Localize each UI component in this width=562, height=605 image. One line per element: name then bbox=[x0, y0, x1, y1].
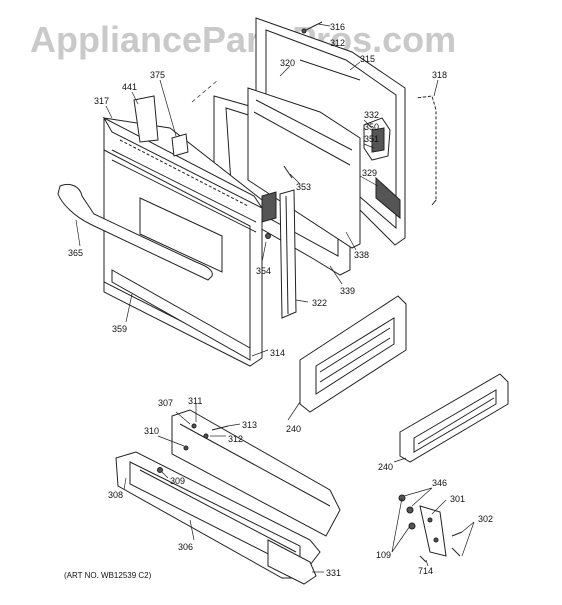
part-labels: 316 312 320 315 318 441 375 317 332 350 … bbox=[68, 22, 493, 578]
window-glass-part-338 bbox=[247, 87, 361, 249]
vent-bracket-part-332 bbox=[363, 117, 391, 161]
label-320: 320 bbox=[280, 58, 295, 68]
label-354: 354 bbox=[256, 266, 271, 276]
slide-bracket-part-301 bbox=[419, 505, 447, 557]
label-308: 308 bbox=[108, 490, 123, 500]
screw-icon bbox=[301, 21, 323, 34]
label-365: 365 bbox=[68, 248, 83, 258]
hinge-part-329 bbox=[261, 176, 401, 223]
label-306: 306 bbox=[178, 542, 193, 552]
door-handle-part-365 bbox=[57, 183, 213, 281]
label-332: 332 bbox=[364, 110, 379, 120]
label-351: 351 bbox=[364, 134, 379, 144]
label-441: 441 bbox=[122, 82, 137, 92]
label-309: 309 bbox=[170, 476, 185, 486]
label-310: 310 bbox=[144, 426, 159, 436]
drawer-handle-part-331 bbox=[267, 539, 317, 585]
label-307: 307 bbox=[158, 398, 173, 408]
label-313: 313 bbox=[242, 420, 257, 430]
label-338: 338 bbox=[354, 250, 369, 260]
label-316: 316 bbox=[330, 22, 345, 32]
label-318: 318 bbox=[432, 70, 447, 80]
broiler-panel-part-240b bbox=[399, 373, 509, 463]
art-number: (ART NO. WB12539 C2) bbox=[64, 571, 152, 580]
side-trim-part-322 bbox=[279, 189, 297, 319]
bracket-part-375 bbox=[171, 133, 189, 157]
label-109: 109 bbox=[376, 550, 391, 560]
label-240a: 240 bbox=[286, 424, 301, 434]
label-339: 339 bbox=[340, 286, 355, 296]
broiler-panel-part-240a bbox=[299, 295, 407, 413]
label-312: 312 bbox=[330, 38, 345, 48]
hinge-bracket-part-441 bbox=[133, 95, 159, 143]
label-301: 301 bbox=[450, 494, 465, 504]
washer-icon bbox=[398, 494, 416, 530]
label-317: 317 bbox=[94, 96, 109, 106]
label-375: 375 bbox=[150, 70, 165, 80]
label-359: 359 bbox=[112, 324, 127, 334]
label-331: 331 bbox=[326, 568, 341, 578]
screw-icon bbox=[265, 233, 271, 239]
pin-icon bbox=[283, 165, 293, 179]
label-350: 350 bbox=[364, 122, 379, 132]
screw-icon bbox=[419, 531, 463, 563]
bottom-trim-part-359 bbox=[111, 269, 251, 361]
label-314: 314 bbox=[270, 348, 285, 358]
label-315: 315 bbox=[360, 54, 375, 64]
leader-lines bbox=[75, 23, 475, 573]
label-240b: 240 bbox=[378, 462, 393, 472]
label-714: 714 bbox=[418, 566, 433, 576]
label-322: 322 bbox=[312, 298, 327, 308]
label-329: 329 bbox=[362, 168, 377, 178]
gasket-part-318 bbox=[415, 95, 437, 206]
oven-window-cutout bbox=[139, 197, 223, 273]
label-353: 353 bbox=[296, 182, 311, 192]
label-312b: 312 bbox=[228, 434, 243, 444]
label-302: 302 bbox=[478, 514, 493, 524]
label-346: 346 bbox=[432, 478, 447, 488]
watermark-text: AppliancePartsPros.com bbox=[30, 19, 456, 60]
label-311: 311 bbox=[188, 396, 202, 406]
screw-icon bbox=[157, 423, 229, 473]
